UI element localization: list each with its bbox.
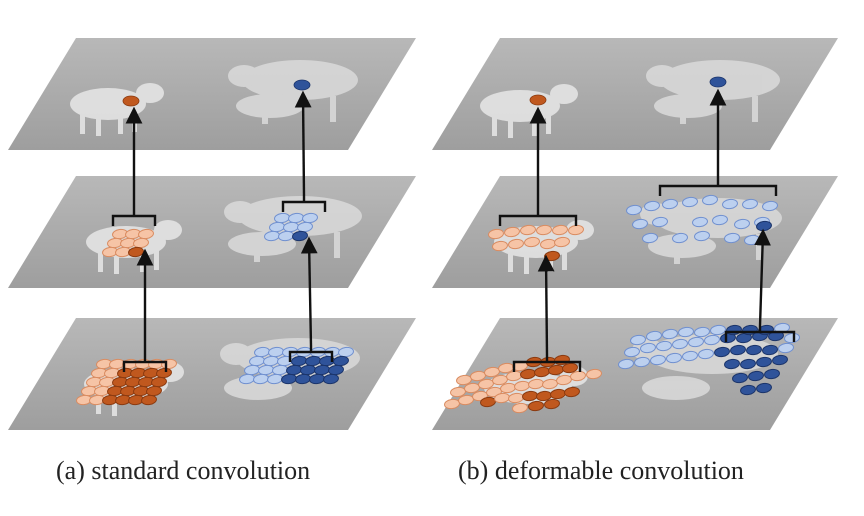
layer-middle-b	[432, 176, 838, 288]
layer-bottom-a	[8, 318, 416, 430]
caption-deformable-convolution: (b) deformable convolution	[458, 456, 744, 486]
output-unit-blue	[294, 80, 310, 90]
caption-standard-convolution: (a) standard convolution	[56, 456, 310, 486]
layer-top-a	[8, 38, 416, 150]
layer-bottom-b	[432, 318, 838, 430]
image-plane	[8, 176, 416, 288]
arrow-orange-bottom-to-middle	[546, 258, 547, 356]
layer-top-b	[432, 38, 838, 150]
panel-standard-convolution	[8, 38, 416, 430]
layer-middle-a	[8, 176, 416, 288]
output-unit-orange	[530, 95, 546, 105]
panel-deformable-convolution	[432, 38, 838, 430]
image-plane	[8, 38, 416, 150]
arrow-blue-middle-to-top	[303, 94, 304, 196]
output-unit-blue	[710, 77, 726, 87]
image-plane	[8, 318, 416, 430]
output-unit-orange	[123, 96, 139, 106]
